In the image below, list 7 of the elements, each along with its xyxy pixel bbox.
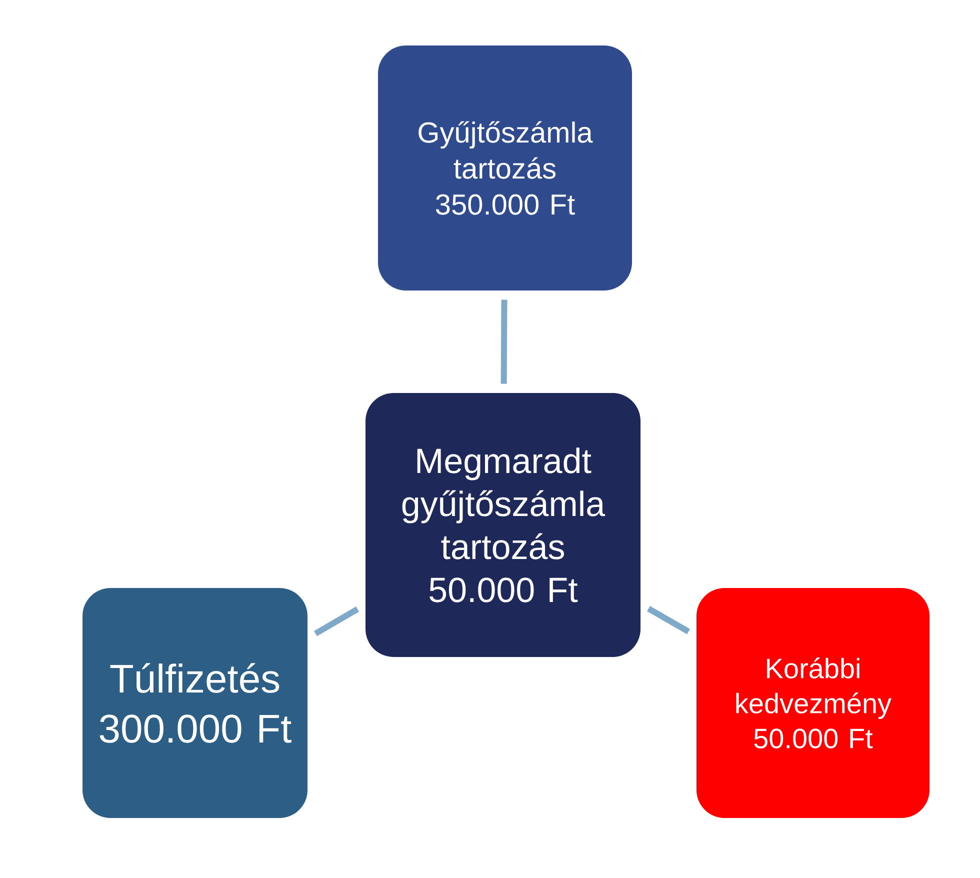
process-box: Korábbi kedvezmény 50.000 Ft <box>696 588 930 818</box>
process-box: Gyűjtőszámla tartozás 350.000 Ft <box>378 46 632 290</box>
process-box: Megmaradt gyűjtőszámla tartozás 50.000 Ft <box>366 393 640 657</box>
connector-line <box>314 606 360 636</box>
connector-line <box>647 606 690 634</box>
process-box: Túlfizetés 300.000 Ft <box>82 588 308 818</box>
connector-line <box>500 300 508 384</box>
